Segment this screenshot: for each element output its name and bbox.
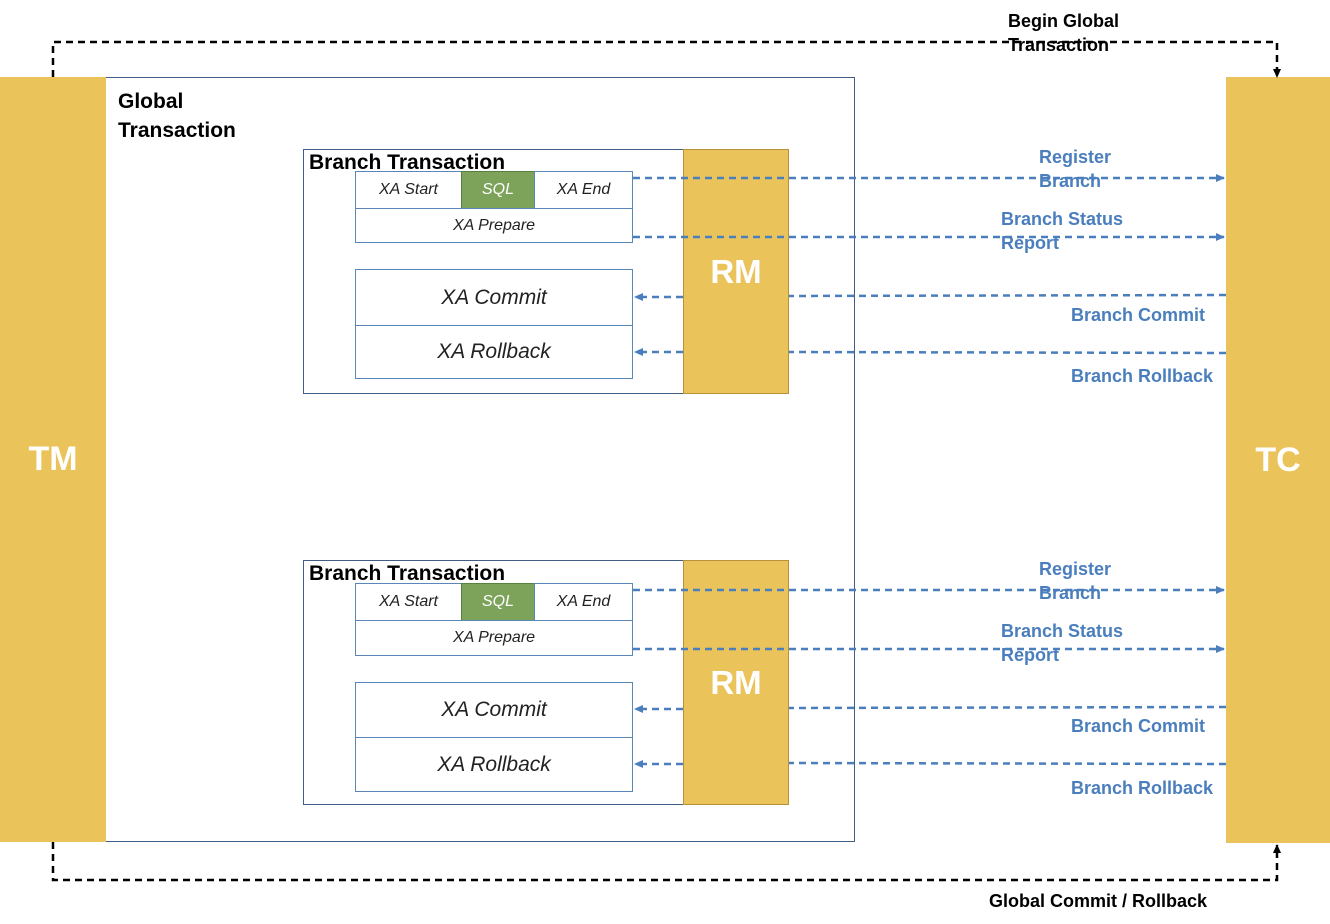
begin-global-label: Begin Global Transaction bbox=[1008, 11, 1120, 55]
xa-rollback-step: XA Rollback bbox=[355, 325, 633, 379]
register-branch-label: Register Branch bbox=[1039, 559, 1112, 603]
xa-prepare-step: XA Prepare bbox=[355, 620, 633, 656]
branch-commit-label: Branch Commit bbox=[1071, 305, 1206, 325]
global-transaction-title: Global Transaction bbox=[118, 90, 236, 142]
xa-rollback-step: XA Rollback bbox=[355, 737, 633, 792]
global-commit-rollback-label: Global Commit / Rollback bbox=[989, 891, 1208, 911]
sql-step: SQL bbox=[461, 171, 535, 209]
branch-rollback-label: Branch Rollback bbox=[1071, 366, 1214, 386]
tc-label: TC bbox=[1255, 440, 1301, 479]
xa-end-step: XA End bbox=[534, 583, 633, 621]
xa-commit-step: XA Commit bbox=[355, 269, 633, 326]
xa-prepare-step: XA Prepare bbox=[355, 208, 633, 243]
rm-actor: RM bbox=[683, 149, 789, 394]
branch-transaction-title: Branch Transaction bbox=[309, 151, 506, 174]
branch-commit-label: Branch Commit bbox=[1071, 716, 1206, 736]
xa-end-step: XA End bbox=[534, 171, 633, 209]
xa-commit-step: XA Commit bbox=[355, 682, 633, 738]
xa-start-step: XA Start bbox=[355, 171, 462, 209]
tm-actor: TM bbox=[0, 77, 106, 842]
branch-rollback-label: Branch Rollback bbox=[1071, 778, 1214, 798]
branch-transaction-title: Branch Transaction bbox=[309, 562, 506, 585]
tm-label: TM bbox=[28, 440, 78, 478]
register-branch-label: Register Branch bbox=[1039, 147, 1112, 191]
branch-status-report-label: Branch Status Report bbox=[1001, 209, 1124, 253]
branch-status-report-label: Branch Status Report bbox=[1001, 621, 1124, 665]
tc-actor: TC bbox=[1226, 77, 1330, 843]
xa-start-step: XA Start bbox=[355, 583, 462, 621]
sql-step: SQL bbox=[461, 583, 535, 621]
rm-actor: RM bbox=[683, 560, 789, 805]
global-commit-arrow bbox=[51, 842, 1281, 882]
